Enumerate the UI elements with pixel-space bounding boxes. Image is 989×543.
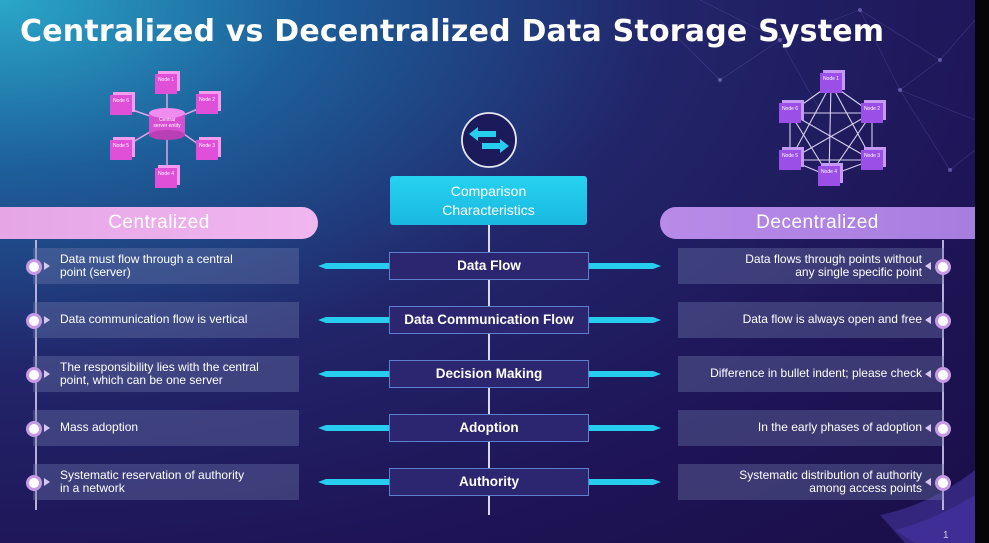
decentralized-node-2: Node 2 (861, 103, 883, 123)
decentralized-node-3: Node 3 (861, 150, 883, 170)
decentralized-node-1: Node 1 (820, 73, 842, 93)
decentralized-text: Data flows through points without any si… (745, 251, 922, 279)
decentralized-header: Decentralized (660, 207, 975, 239)
comparison-row: Data communication flow is vertical Data… (0, 302, 975, 338)
decentralized-text: Data flow is always open and free (742, 312, 922, 327)
right-bullet-icon (935, 367, 951, 383)
centralized-node-3: Node 3 (196, 140, 218, 160)
characteristic-label: Authority (389, 468, 589, 496)
decentralized-cell: Data flows through points without any si… (678, 248, 944, 284)
decentralized-diagram (789, 83, 873, 177)
centralized-text: Systematic reservation of authority in a… (60, 467, 245, 495)
decentralized-cell: Difference in bullet indent; please chec… (678, 356, 944, 392)
right-arrow-connector (589, 263, 661, 269)
right-bullet-icon (935, 259, 951, 275)
centralized-node-1: Node 1 (155, 74, 177, 94)
decentralized-text: Systematic distribution of authority amo… (739, 467, 922, 495)
decentralized-node-4: Node 4 (818, 166, 840, 186)
centralized-text: Data communication flow is vertical (60, 312, 248, 327)
centralized-node-4: Node 4 (155, 168, 177, 188)
comparison-row: The responsibility lies with the central… (0, 356, 975, 392)
comparison-row: Data must flow through a central point (… (0, 248, 975, 284)
decentralized-cell: Systematic distribution of authority amo… (678, 464, 944, 500)
right-arrow-connector (589, 317, 661, 323)
left-pointer-icon (44, 370, 50, 378)
right-bullet-icon (935, 421, 951, 437)
center-header-line1: Comparison (450, 182, 527, 199)
swap-arrows-icon (461, 112, 517, 168)
right-pointer-icon (925, 424, 931, 432)
left-pointer-icon (44, 478, 50, 486)
window-edge (975, 0, 989, 543)
centralized-node-2: Node 2 (196, 94, 218, 114)
comparison-row: Systematic reservation of authority in a… (0, 464, 975, 500)
right-pointer-icon (925, 262, 931, 270)
left-arrow-connector (318, 317, 389, 323)
left-bullet-icon (26, 313, 42, 329)
centralized-text: The responsibility lies with the central… (60, 359, 259, 387)
page-number: 1 (943, 530, 949, 541)
characteristic-label: Data Flow (389, 252, 589, 280)
left-bullet-icon (26, 367, 42, 383)
left-bullet-icon (26, 421, 42, 437)
centralized-node-5: Node 5 (110, 140, 132, 160)
left-pointer-icon (44, 262, 50, 270)
characteristic-label: Decision Making (389, 360, 589, 388)
characteristic-label: Data Communication Flow (389, 306, 589, 334)
central-server-icon (149, 108, 185, 140)
centralized-header: Centralized (0, 207, 318, 239)
centralized-diagram (120, 88, 206, 174)
left-arrow-connector (318, 479, 389, 485)
centralized-cell: Systematic reservation of authority in a… (33, 464, 299, 500)
centralized-cell: Data must flow through a central point (… (33, 248, 299, 284)
left-arrow-connector (318, 425, 389, 431)
decentralized-cell: In the early phases of adoption (678, 410, 944, 446)
characteristic-label: Adoption (389, 414, 589, 442)
comparison-characteristics-header: Comparison Characteristics (390, 176, 587, 225)
right-arrow-connector (589, 425, 661, 431)
decentralized-node-6: Node 6 (779, 103, 801, 123)
decentralized-text: Difference in bullet indent; please chec… (710, 366, 922, 381)
centralized-cell: The responsibility lies with the central… (33, 356, 299, 392)
centralized-cell: Mass adoption (33, 410, 299, 446)
right-pointer-icon (925, 370, 931, 378)
left-bullet-icon (26, 259, 42, 275)
central-server-label: Central server entity (153, 117, 181, 129)
decentralized-text: In the early phases of adoption (757, 420, 922, 435)
centralized-text: Data must flow through a central point (… (60, 251, 233, 279)
left-bullet-icon (26, 475, 42, 491)
centralized-text: Mass adoption (60, 420, 139, 435)
right-pointer-icon (925, 316, 931, 324)
left-pointer-icon (44, 316, 50, 324)
center-header-line2: Characteristics (442, 201, 535, 218)
comparison-row: Mass adoption In the early phases of ado… (0, 410, 975, 446)
decentralized-cell: Data flow is always open and free (678, 302, 944, 338)
left-arrow-connector (318, 371, 389, 377)
right-bullet-icon (935, 475, 951, 491)
left-pointer-icon (44, 424, 50, 432)
centralized-node-6: Node 6 (110, 95, 132, 115)
centralized-cell: Data communication flow is vertical (33, 302, 299, 338)
right-arrow-connector (589, 479, 661, 485)
right-pointer-icon (925, 478, 931, 486)
page-title: Centralized vs Decentralized Data Storag… (20, 14, 885, 49)
right-arrow-connector (589, 371, 661, 377)
decentralized-node-5: Node 5 (779, 150, 801, 170)
left-arrow-connector (318, 263, 389, 269)
right-bullet-icon (935, 313, 951, 329)
